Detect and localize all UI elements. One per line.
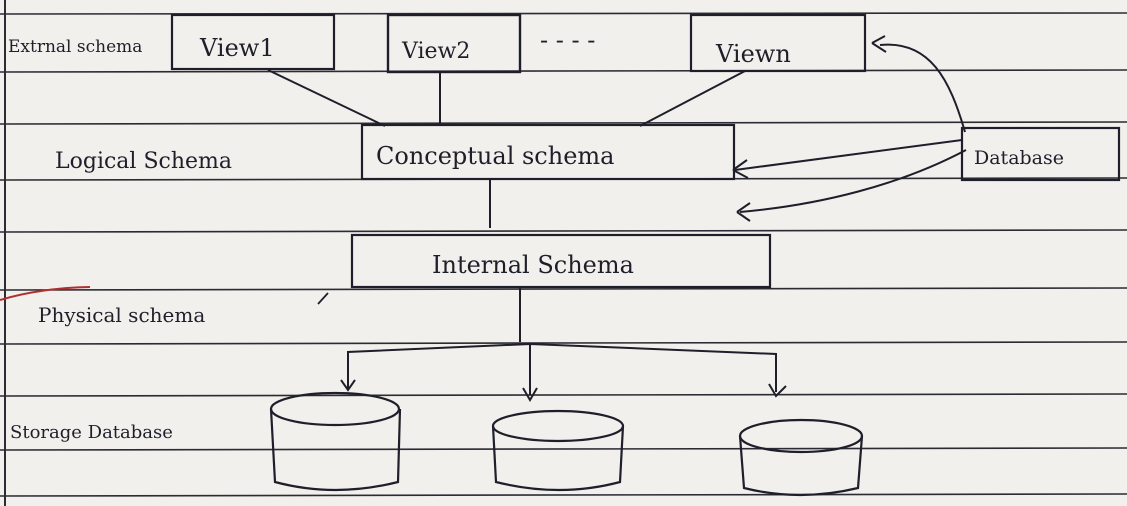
views-ellipsis: - - - - — [540, 26, 595, 54]
storage-database-3 — [738, 418, 864, 497]
red-margin-mark — [0, 286, 91, 301]
conceptual-schema-box: Conceptual schema — [360, 123, 736, 181]
view-1-box: View1 — [170, 13, 336, 71]
ruled-lines — [0, 12, 1127, 497]
internal-schema-box: Internal Schema — [350, 233, 772, 289]
storage-connectors — [340, 288, 787, 402]
database-box: Database — [960, 126, 1121, 182]
storage-database-label: Storage Database — [10, 422, 173, 443]
physical-schema-label: Physical schema — [38, 303, 205, 327]
view-connectors — [267, 69, 746, 127]
conceptual-schema-label: Conceptual schema — [376, 142, 614, 170]
internal-schema-label: Internal Schema — [432, 251, 634, 279]
view-n-box: Viewn — [689, 13, 867, 73]
view-2-box: View2 — [386, 13, 522, 74]
view-2-label: View2 — [401, 39, 470, 64]
storage-database-1 — [269, 391, 402, 492]
storage-database-2 — [491, 409, 625, 492]
external-schema-label: Extrnal schema — [8, 37, 142, 57]
database-label: Database — [974, 147, 1064, 169]
view-n-label: Viewn — [715, 40, 791, 68]
logical-schema-label: Logical Schema — [55, 149, 232, 174]
physical-label-arrow — [317, 292, 329, 305]
view-1-label: View1 — [199, 34, 275, 62]
database-arrows — [732, 35, 967, 222]
